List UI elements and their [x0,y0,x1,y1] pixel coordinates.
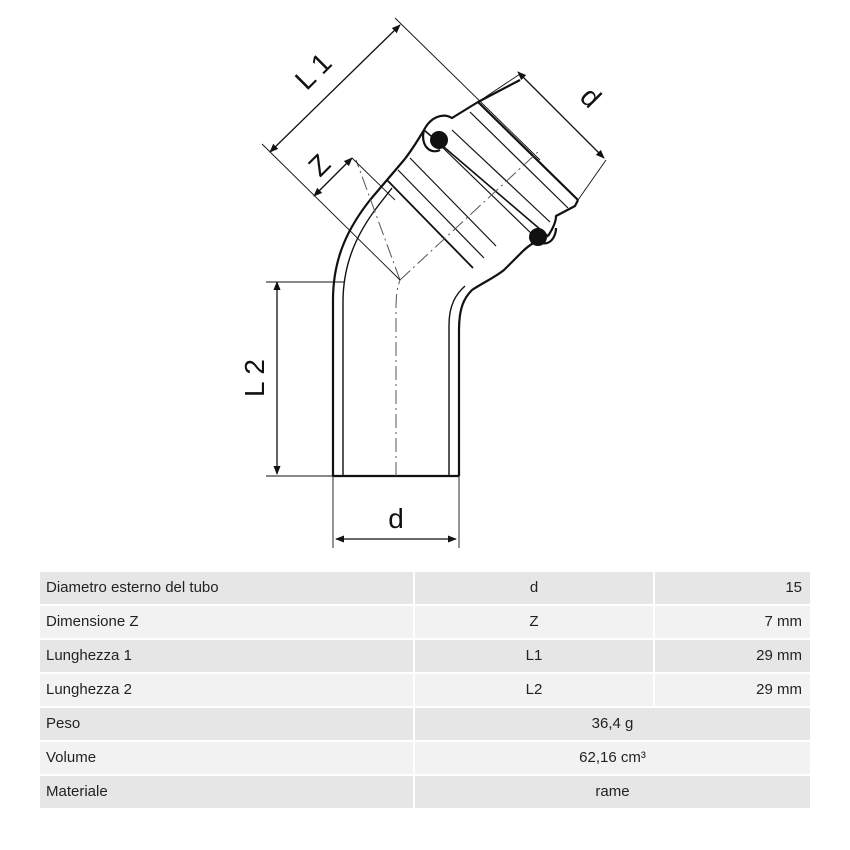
row-value: rame [415,776,810,808]
row-value: 36,4 g [415,708,810,740]
row-label: Materiale [40,776,413,808]
row-symbol: L2 [415,674,653,706]
table-row: Dimensione Z Z 7 mm [40,606,810,638]
row-value: 29 mm [655,674,810,706]
elbow-fitting-body [331,79,579,478]
dim-label-z: Z [302,148,336,182]
row-label: Diametro esterno del tubo [40,572,413,604]
dim-label-d-top: d [574,81,607,114]
centerline [355,149,541,476]
table-row: Diametro esterno del tubo d 15 [40,572,810,604]
spec-table: Diametro esterno del tubo d 15 Dimension… [40,572,810,810]
row-label: Lunghezza 1 [40,640,413,672]
row-symbol: d [415,572,653,604]
o-ring-seals [430,131,547,246]
dim-label-d-bottom: d [388,503,404,534]
row-label: Peso [40,708,413,740]
fitting-technical-drawing: L 1 Z d L 2 d [239,17,607,548]
dim-label-l1: L 1 [289,47,338,96]
row-label: Dimensione Z [40,606,413,638]
dimension-lines [261,17,607,548]
row-symbol: L1 [415,640,653,672]
table-row: Lunghezza 2 L2 29 mm [40,674,810,706]
row-value: 29 mm [655,640,810,672]
table-row: Peso 36,4 g [40,708,810,740]
row-value: 62,16 cm³ [415,742,810,774]
row-value: 15 [655,572,810,604]
dim-label-l2: L 2 [239,359,270,397]
row-value: 7 mm [655,606,810,638]
table-row: Materiale rame [40,776,810,808]
row-symbol: Z [415,606,653,638]
row-label: Volume [40,742,413,774]
table-row: Lunghezza 1 L1 29 mm [40,640,810,672]
table-row: Volume 62,16 cm³ [40,742,810,774]
row-label: Lunghezza 2 [40,674,413,706]
